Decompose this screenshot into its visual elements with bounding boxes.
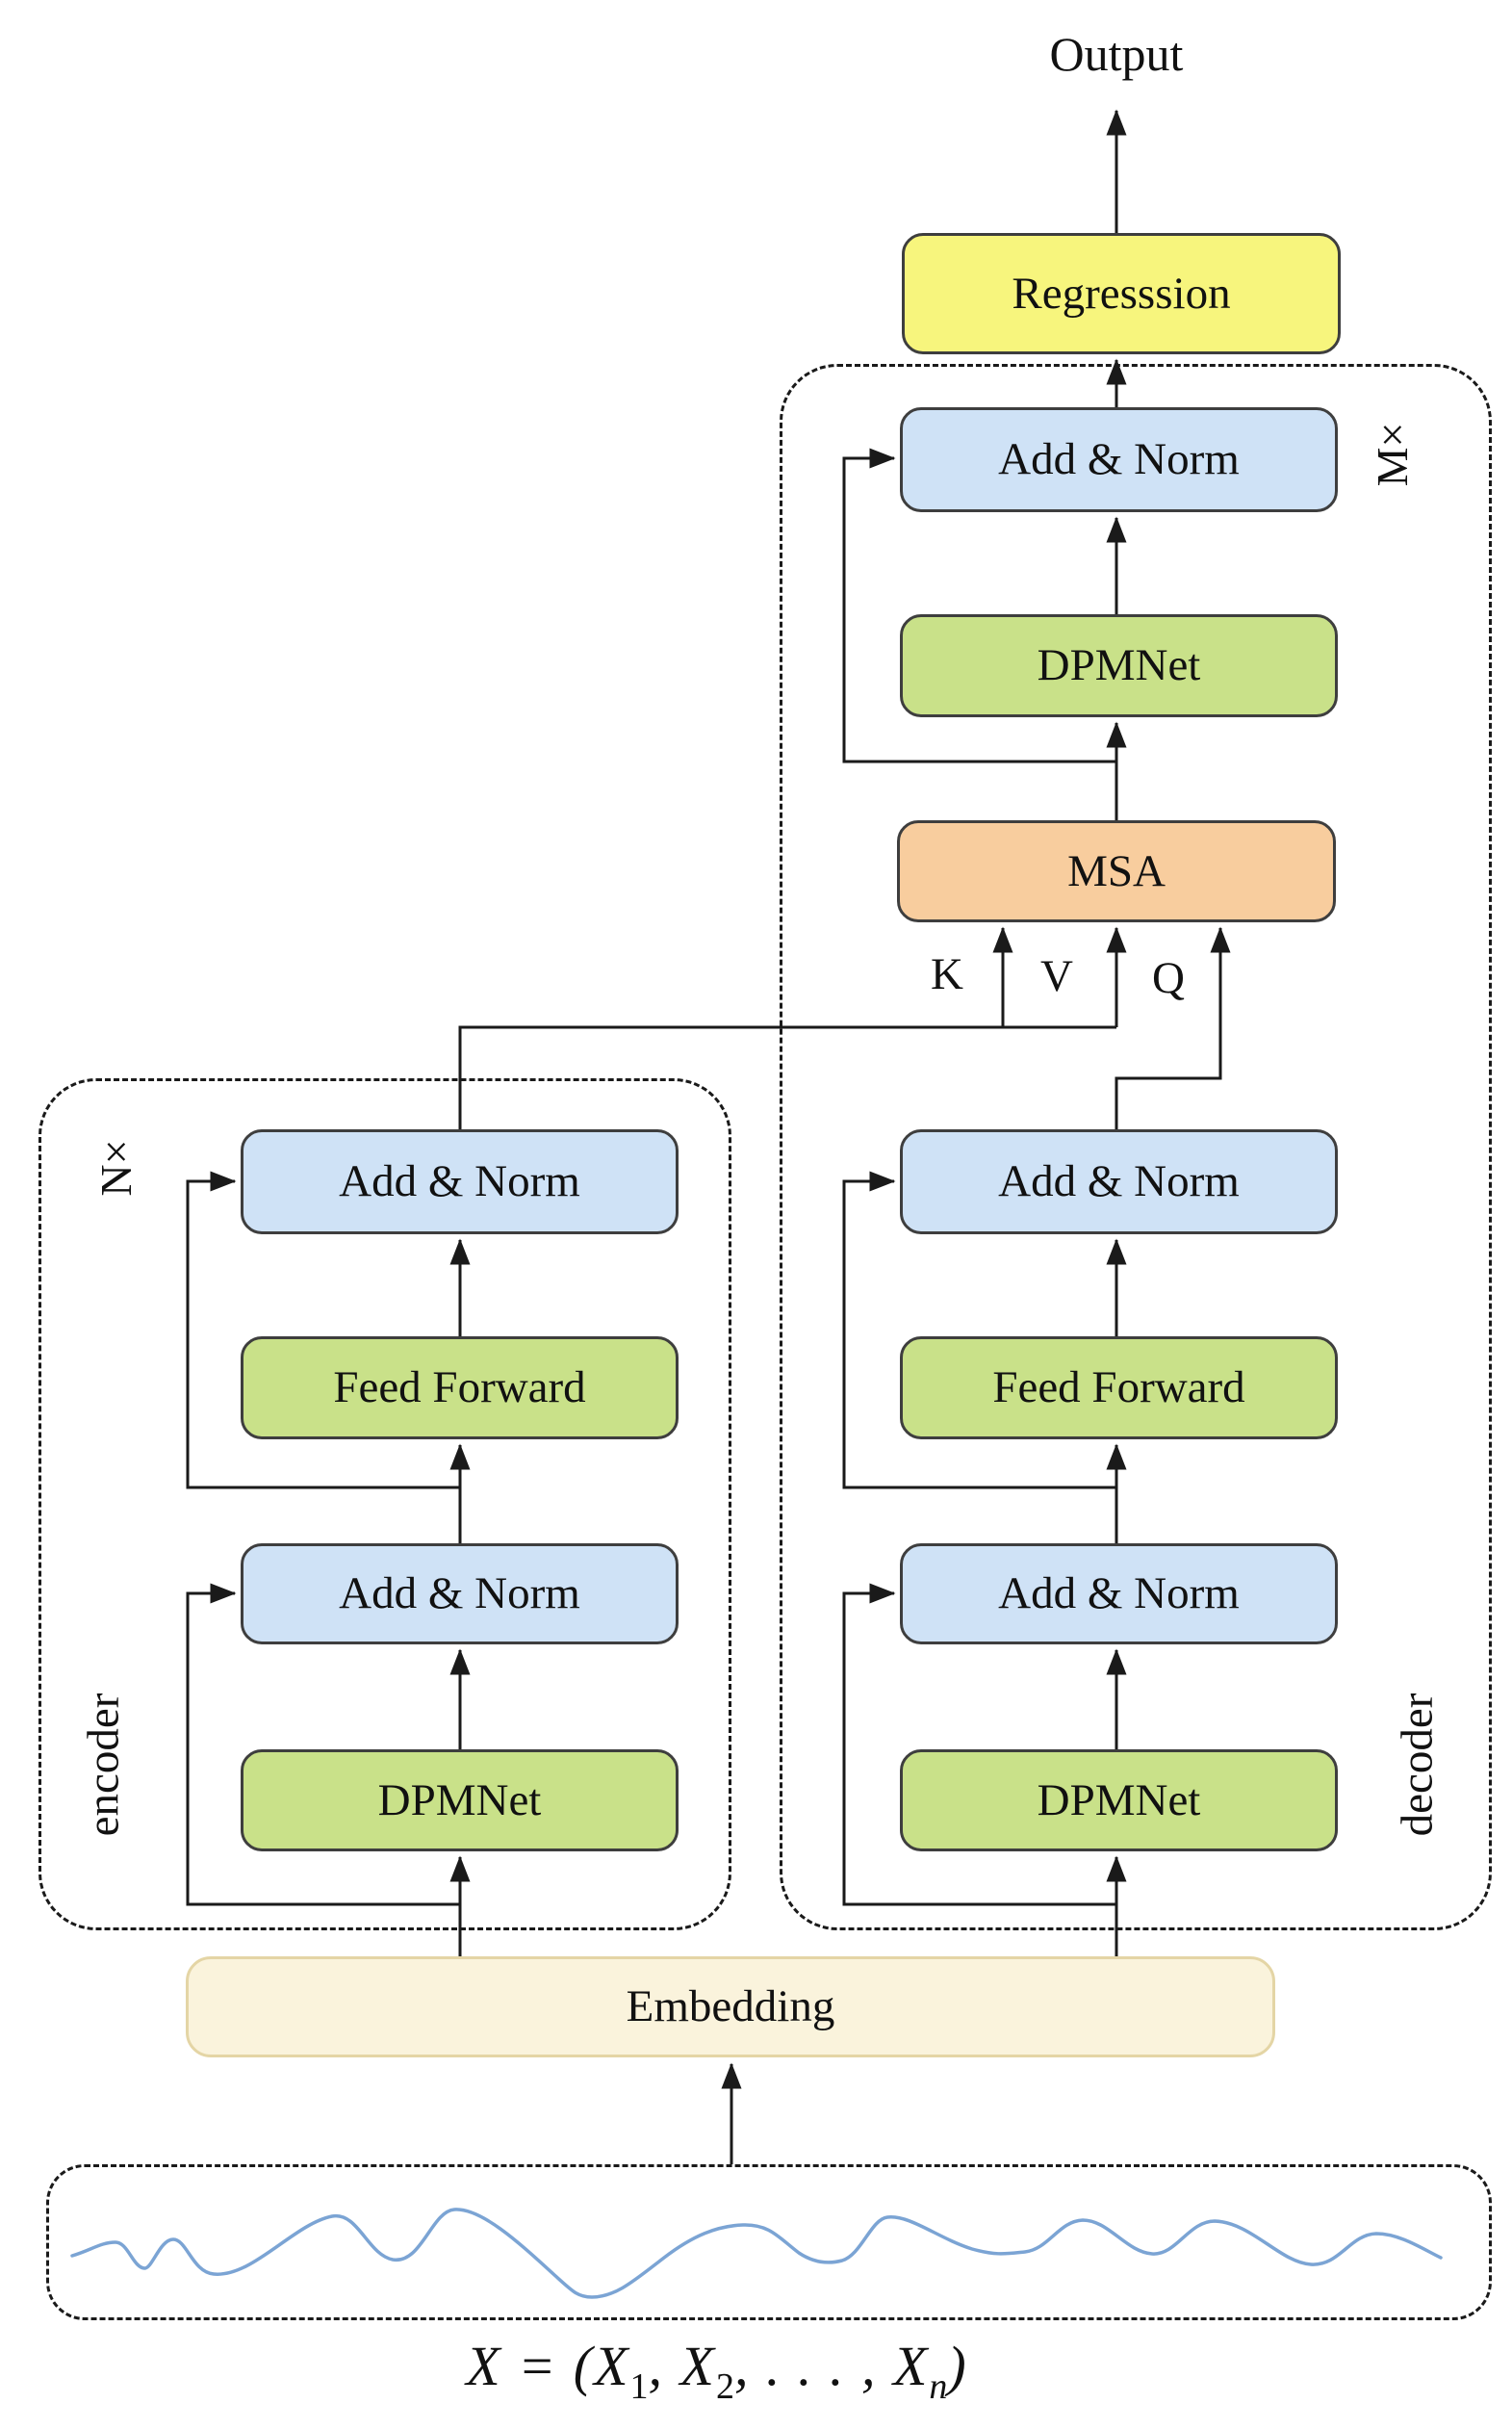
encoder-add-norm-top-box: Add & Norm — [241, 1129, 679, 1234]
formula-part: X = (X — [466, 2335, 630, 2397]
value-input-label: V — [1040, 950, 1073, 1001]
output-label: Output — [1049, 27, 1184, 81]
decoder-add-norm-bottom-box: Add & Norm — [900, 1543, 1338, 1644]
formula-subscript-1: 1 — [629, 2366, 649, 2407]
decoder-group-outline — [780, 364, 1492, 1930]
input-sequence-formula: X = (X1, X2, . . . , Xn) — [269, 2334, 1165, 2408]
encoder-side-label: encoder — [78, 1693, 129, 1837]
encoder-add-norm-bottom-box: Add & Norm — [241, 1543, 679, 1644]
msa-box: MSA — [897, 820, 1336, 922]
decoder-add-norm-top-box: Add & Norm — [900, 407, 1338, 512]
formula-subscript-n: n — [929, 2366, 948, 2407]
decoder-dpmnet-top-box: DPMNet — [900, 614, 1338, 717]
embedding-box: Embedding — [186, 1956, 1275, 2057]
formula-part: , X — [648, 2335, 716, 2397]
encoder-dpmnet-box: DPMNet — [241, 1749, 679, 1851]
encoder-feed-forward-box: Feed Forward — [241, 1336, 679, 1439]
encoder-group-outline — [38, 1078, 731, 1930]
input-signal-outline — [46, 2164, 1492, 2320]
regression-box: Regresssion — [902, 233, 1341, 354]
decoder-feed-forward-box: Feed Forward — [900, 1336, 1338, 1439]
key-input-label: K — [931, 948, 963, 999]
encoder-multiplier-label: N× — [91, 1139, 141, 1197]
query-input-label: Q — [1152, 952, 1185, 1003]
decoder-add-norm-mid-box: Add & Norm — [900, 1129, 1338, 1234]
formula-subscript-2: 2 — [715, 2366, 734, 2407]
formula-part: , . . . , X — [733, 2335, 930, 2397]
decoder-dpmnet-bottom-box: DPMNet — [900, 1749, 1338, 1851]
decoder-side-label: decoder — [1392, 1693, 1443, 1837]
decoder-multiplier-label: M× — [1368, 422, 1417, 487]
formula-part: ) — [947, 2335, 968, 2397]
